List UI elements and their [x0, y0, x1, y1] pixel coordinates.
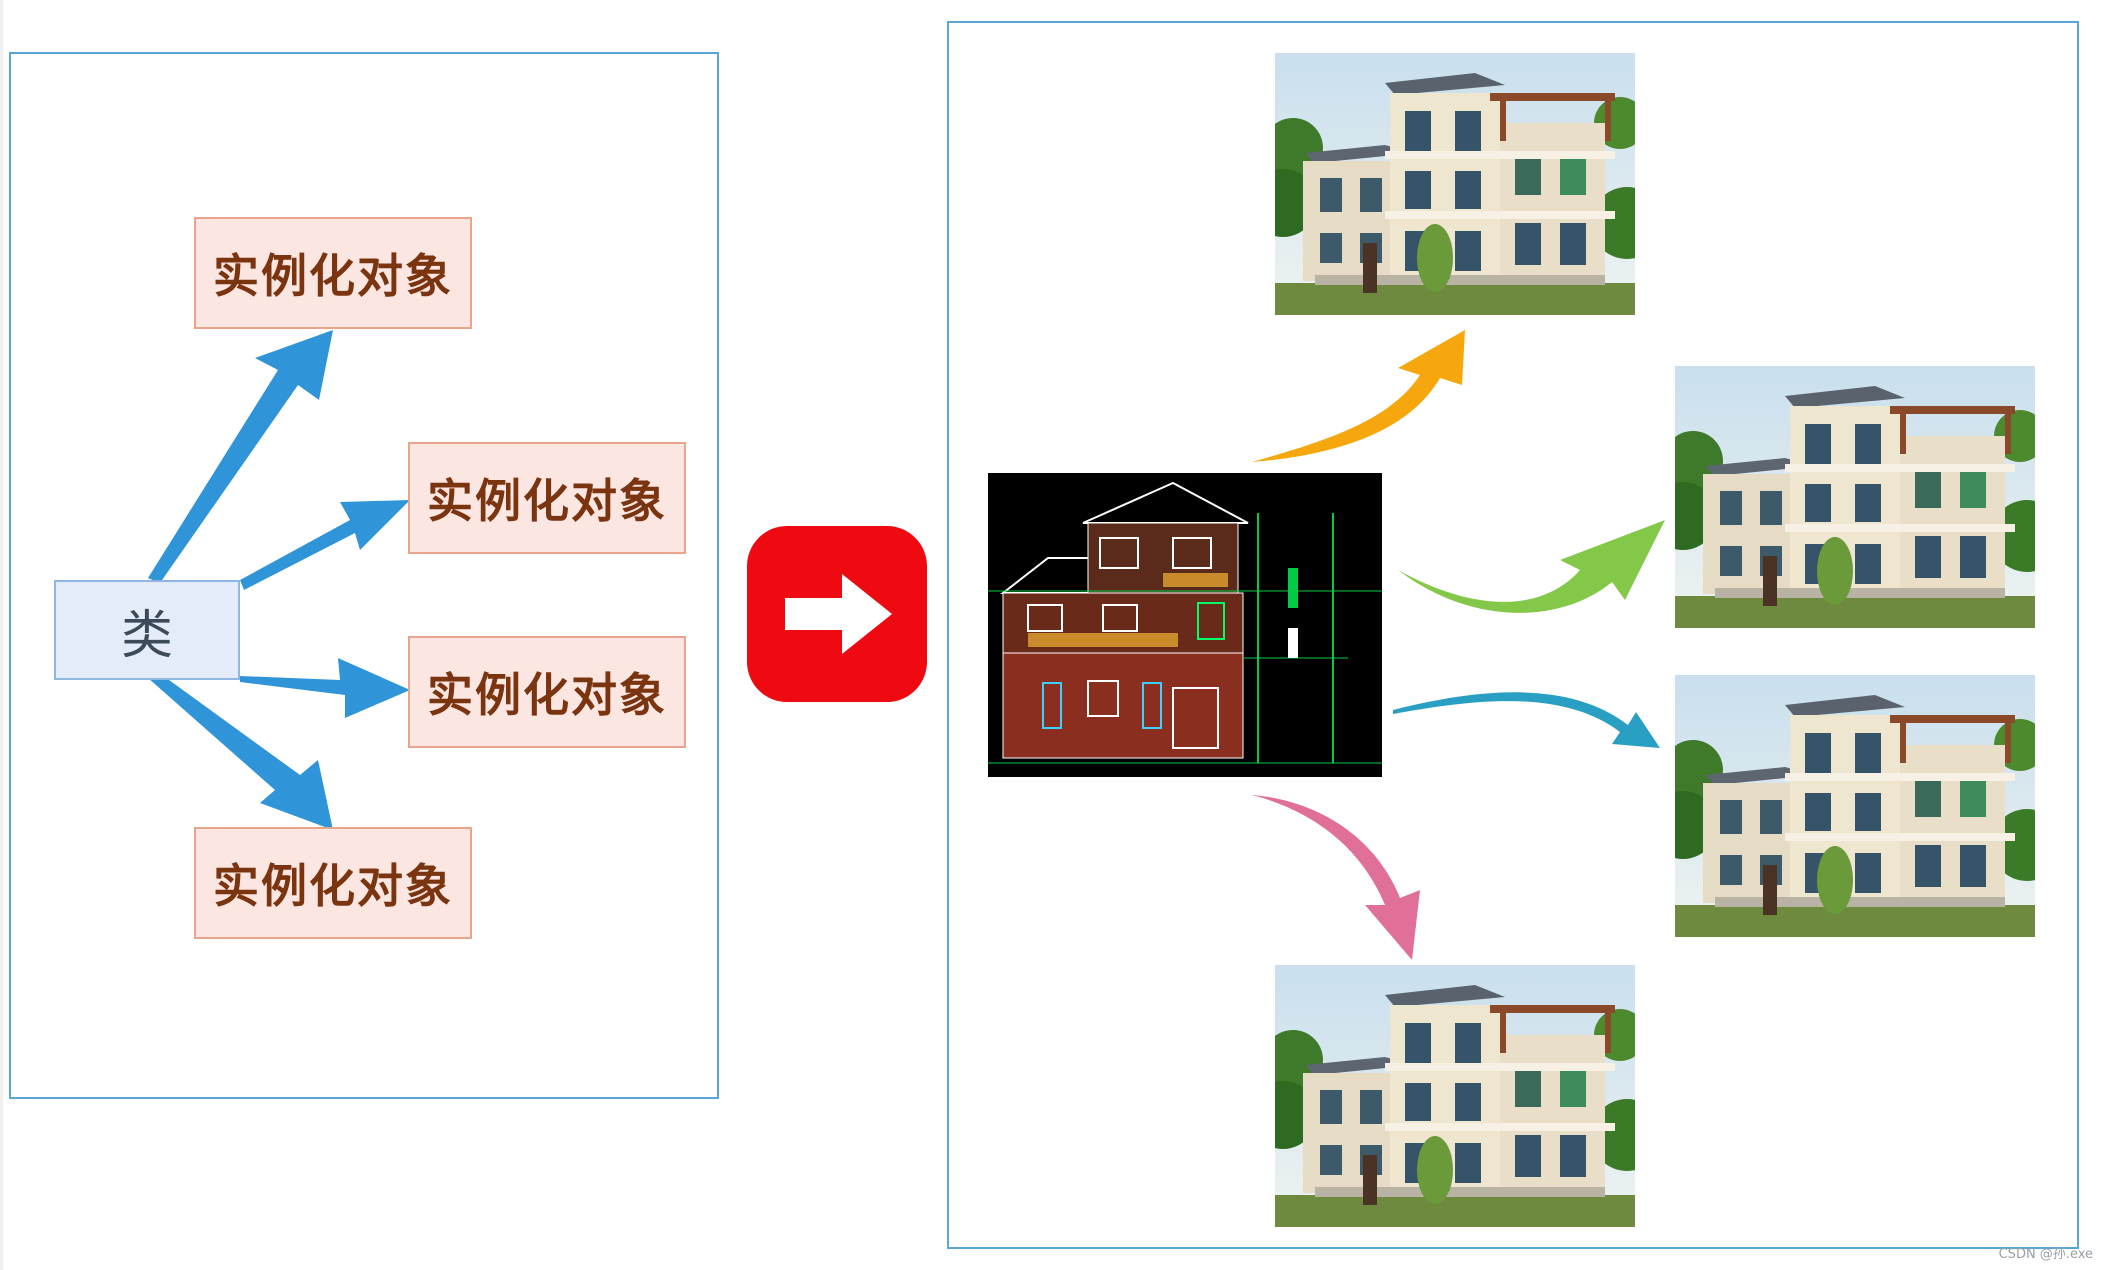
house-instances-panel [947, 21, 2079, 1249]
arrow-to-object-3 [240, 658, 410, 718]
page-edge [0, 0, 3, 1270]
teal-arrow [1393, 692, 1660, 748]
arrow-to-object-4 [148, 672, 333, 830]
class-diagram-panel [9, 52, 719, 1099]
pink-arrow [1252, 795, 1420, 960]
arrow-to-object-1 [148, 330, 333, 583]
object-box-2: 实例化对象 [408, 442, 686, 554]
class-arrows [148, 330, 410, 830]
arrow-to-object-2 [240, 500, 410, 590]
object-box-4: 实例化对象 [194, 827, 472, 939]
orange-arrow [1252, 330, 1465, 462]
right-arrow-icon [747, 526, 927, 702]
class-box: 类 [54, 580, 240, 680]
watermark: CSDN @孙.exe [1998, 1247, 2093, 1262]
object-box-1: 实例化对象 [194, 217, 472, 329]
object-box-3: 实例化对象 [408, 636, 686, 748]
green-arrow [1398, 520, 1665, 613]
